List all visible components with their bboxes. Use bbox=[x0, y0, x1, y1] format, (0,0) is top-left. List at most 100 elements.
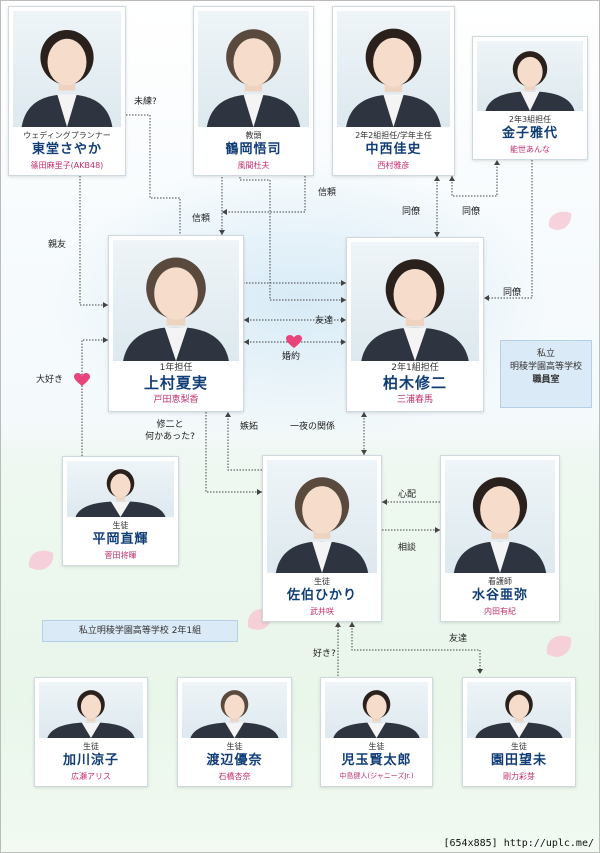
portrait-silhouette bbox=[453, 477, 547, 573]
character-photo bbox=[267, 460, 377, 573]
character-photo bbox=[337, 11, 450, 127]
character-card-tsuruoka: 教頭 鶴岡悟司 風間杜夫 bbox=[193, 6, 314, 176]
character-card-hiraoka: 生徒 平岡直輝 菅田将暉 bbox=[62, 456, 179, 566]
line-shinrai-nakanishi bbox=[222, 176, 306, 213]
staffroom-label-line: 明稜学園高等学校 bbox=[509, 362, 582, 372]
character-card-nakanishi: 2年2組担任/学年主任 中西佳史 西村雅彦 bbox=[332, 6, 455, 176]
portrait-face bbox=[366, 694, 387, 719]
line-nanika bbox=[205, 412, 262, 493]
class-label: 私立明稜学園高等学校 2年1組 bbox=[42, 620, 238, 642]
character-role: 生徒 bbox=[511, 742, 527, 751]
portrait-face bbox=[302, 486, 342, 534]
character-actor: 風間杜夫 bbox=[237, 161, 270, 170]
portrait-silhouette bbox=[346, 28, 441, 127]
portrait-silhouette bbox=[75, 469, 166, 517]
character-role: ウェディングプランナー bbox=[23, 131, 111, 140]
character-name: 柏木修二 bbox=[382, 374, 447, 392]
portrait-silhouette bbox=[190, 690, 279, 738]
character-name: 水谷亜弥 bbox=[471, 588, 528, 603]
character-photo bbox=[467, 682, 571, 738]
relation-label-ichiya: 一夜の関係 bbox=[290, 422, 336, 432]
portrait-silhouette bbox=[361, 259, 469, 361]
character-actor: 能世あんな bbox=[510, 145, 550, 154]
character-card-saeki: 生徒 佐伯ひかり 武井咲 bbox=[262, 455, 382, 622]
character-card-watanabe: 生徒 渡辺優奈 石橋杏奈 bbox=[177, 677, 292, 787]
portrait-shirt bbox=[81, 722, 101, 738]
portrait-face bbox=[80, 694, 102, 719]
character-photo bbox=[325, 682, 428, 738]
line-douryou-kaneko bbox=[484, 160, 533, 299]
portrait-face bbox=[373, 37, 414, 87]
character-name: 金子雅代 bbox=[501, 126, 558, 141]
character-photo bbox=[182, 682, 287, 738]
portrait-silhouette bbox=[21, 30, 113, 127]
character-name: 鶴岡悟司 bbox=[225, 142, 282, 157]
line-shinyuu bbox=[79, 176, 108, 306]
character-actor: 菅田将暉 bbox=[104, 551, 137, 560]
portrait-shirt bbox=[509, 722, 529, 738]
relation-label-suki: 好き? bbox=[313, 649, 336, 659]
relation-label-tomodachi: 友達 bbox=[449, 634, 468, 644]
character-card-kodama: 生徒 児玉賢太郎 中島健人(ジャニーズJr.) bbox=[320, 677, 433, 787]
character-role: 生徒 bbox=[112, 521, 129, 530]
relation-label-shitto: 嫉妬 bbox=[240, 422, 259, 432]
portrait-shirt bbox=[367, 722, 386, 738]
portrait-face bbox=[233, 38, 274, 87]
character-photo bbox=[445, 460, 555, 573]
petal-decoration bbox=[546, 635, 572, 657]
portrait-shirt bbox=[57, 94, 77, 127]
relation-label-shinrai: 信頼 bbox=[192, 214, 211, 224]
watermark: [654x885] http://uplc.me/ bbox=[443, 838, 594, 849]
relation-label-soudan: 相談 bbox=[398, 543, 417, 553]
portrait-shirt bbox=[383, 94, 404, 127]
character-actor: 篠田麻里子(AKB48) bbox=[30, 161, 104, 170]
character-role: 生徒 bbox=[314, 577, 330, 586]
character-card-uemura: 1年担任 上村夏実 戸田恵梨香 bbox=[108, 235, 244, 412]
portrait-silhouette bbox=[475, 690, 563, 738]
portrait-shirt bbox=[403, 327, 427, 361]
relation-label-line: 修二と bbox=[156, 420, 184, 430]
relation-label-douryou: 同僚 bbox=[503, 288, 522, 298]
character-role: 2年1組担任 bbox=[391, 363, 439, 373]
portrait-silhouette bbox=[333, 690, 420, 738]
character-actor: 三浦春馬 bbox=[396, 395, 433, 405]
relation-label-miren: 未練? bbox=[134, 97, 157, 107]
relation-label-daisuki: 大好き bbox=[36, 375, 64, 385]
portrait-face bbox=[154, 267, 198, 320]
portrait-shirt bbox=[520, 91, 540, 111]
character-name: 児玉賢太郎 bbox=[341, 753, 412, 768]
character-actor: 内田有紀 bbox=[484, 607, 516, 616]
relation-label-tomodachi: 友達 bbox=[315, 316, 334, 326]
character-name: 東堂さやか bbox=[31, 142, 102, 157]
character-actor: 広瀬アリス bbox=[71, 772, 111, 781]
character-role: 生徒 bbox=[226, 742, 243, 751]
portrait-shirt bbox=[490, 541, 510, 573]
character-name: 佐伯ひかり bbox=[286, 588, 357, 603]
portrait-shirt bbox=[243, 94, 264, 127]
staffroom-label: 私立 明稜学園高等学校 職員室 bbox=[500, 340, 592, 408]
heart-icon bbox=[74, 373, 90, 386]
character-name: 加川涼子 bbox=[62, 753, 119, 768]
character-actor: 石橋杏奈 bbox=[218, 772, 251, 781]
portrait-silhouette bbox=[275, 477, 369, 573]
character-photo bbox=[113, 240, 239, 361]
relation-label-konyaku: 婚約 bbox=[282, 352, 301, 362]
character-card-kagawa: 生徒 加川涼子 広瀬アリス bbox=[34, 677, 148, 787]
relation-label-line: 何かあった? bbox=[145, 432, 195, 442]
portrait-face bbox=[517, 56, 543, 88]
portrait-face bbox=[47, 38, 87, 86]
portrait-face bbox=[480, 486, 520, 534]
character-photo bbox=[39, 682, 143, 738]
character-card-kaneko: 2年3組担任 金子雅代 能世あんな bbox=[472, 36, 588, 160]
portrait-face bbox=[508, 694, 530, 719]
character-actor: 西村雅彦 bbox=[377, 161, 410, 170]
portrait-silhouette bbox=[485, 51, 575, 111]
character-actor: 中島健人(ジャニーズJr.) bbox=[339, 772, 414, 780]
relation-label-douryou: 同僚 bbox=[462, 207, 481, 217]
character-photo bbox=[477, 41, 583, 111]
character-role: 生徒 bbox=[83, 742, 99, 751]
character-name: 平岡直輝 bbox=[92, 532, 149, 547]
character-role: 2年3組担任 bbox=[508, 115, 552, 124]
character-role: 2年2組担任/学年主任 bbox=[355, 131, 432, 140]
